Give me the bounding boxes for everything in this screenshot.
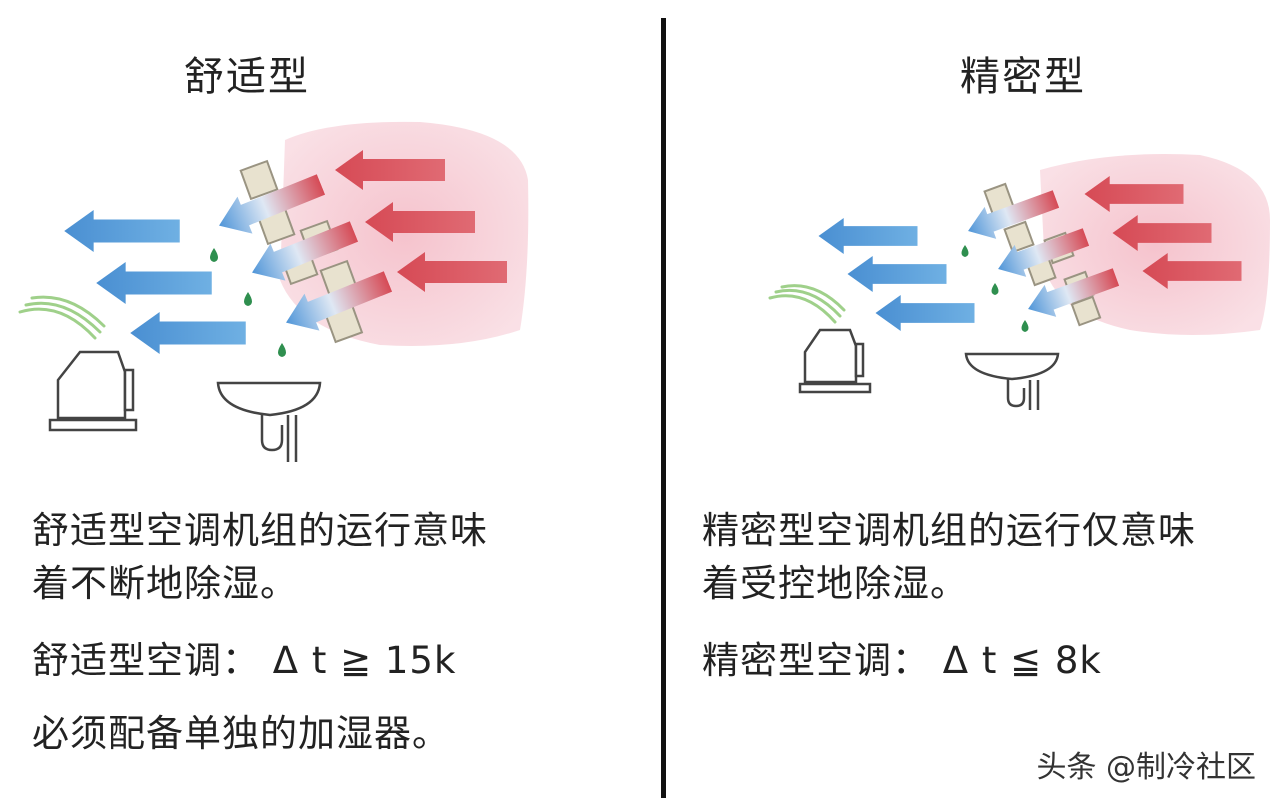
precision-description-line2: 着受控地除湿。 [702, 562, 968, 605]
water-droplet-icon [210, 248, 286, 357]
comfort-description-line1: 舒适型空调机组的运行意味 [32, 509, 488, 552]
humidifier-icon [798, 328, 872, 394]
comfort-title: 舒适型 [184, 54, 310, 100]
precision-airflow-diagram [768, 154, 1270, 410]
panel-divider [661, 18, 666, 798]
precision-formula: 精密型空调： Δ t ≦ 8k [702, 639, 1102, 682]
comfort-airflow-diagram [18, 121, 529, 462]
comfort-note: 必须配备单独的加湿器。 [32, 712, 450, 755]
steam-icon [18, 295, 106, 340]
comfort-description-line2: 着不断地除湿。 [32, 562, 298, 605]
steam-icon [768, 284, 846, 324]
drain-pan-icon [216, 381, 322, 462]
humidifier-icon [48, 350, 138, 432]
comfort-formula: 舒适型空调： Δ t ≧ 15k [32, 639, 457, 682]
precision-description-line1: 精密型空调机组的运行仅意味 [702, 509, 1196, 552]
drain-pan-icon [964, 352, 1060, 410]
precision-title: 精密型 [960, 54, 1086, 100]
precision-panel: 精密型 [670, 0, 1280, 804]
watermark: 头条 @制冷社区 [1036, 750, 1256, 785]
cold-air-arrows [818, 218, 975, 331]
water-droplet-icon [961, 245, 1029, 332]
comfort-panel: 舒适型 [18, 54, 529, 755]
